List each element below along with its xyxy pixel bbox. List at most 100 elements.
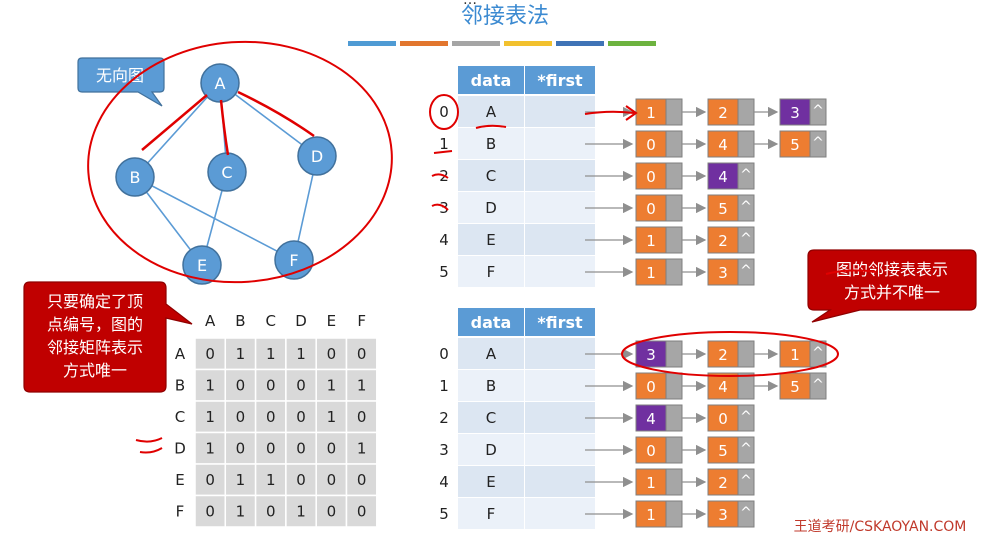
matrix-row-label: E: [175, 471, 184, 489]
matrix-cell-value: 0: [236, 439, 246, 457]
table-row-index: 1: [439, 377, 449, 395]
table-cell-data: [458, 338, 524, 369]
adj-note-line: 图的邻接表表示: [836, 260, 948, 279]
list-node-label: 1: [646, 104, 656, 122]
list-node-value: [635, 130, 667, 158]
matrix-cell: [345, 494, 378, 528]
matrix-cell-value: 0: [327, 471, 337, 489]
list-node-value: [707, 130, 739, 158]
list-node-value: [635, 162, 667, 190]
list-node-value: [779, 340, 811, 368]
table-cell-data: [458, 498, 524, 529]
annot-circle-graph: [87, 40, 393, 284]
matrix-col-label: F: [357, 312, 366, 330]
list-node-next: [665, 372, 683, 400]
graph-edge-ad: [219, 82, 318, 157]
annot-circle-row0: [621, 331, 839, 377]
null-pointer-symbol: ^: [740, 231, 752, 247]
table-row-index: 3: [439, 199, 449, 217]
color-bar-segment: [608, 41, 656, 46]
list-node-next: [665, 98, 683, 126]
matrix-col-label: C: [266, 312, 276, 330]
list-node-value: [707, 194, 739, 222]
list-node-label: 1: [646, 474, 656, 492]
matrix-cell: [254, 463, 287, 497]
color-bar-segment: [452, 41, 500, 46]
list-node-next: [809, 130, 827, 158]
list-node-next: [665, 436, 683, 464]
matrix-note-line: 方式唯一: [63, 361, 127, 380]
list-node-label: 0: [646, 136, 656, 154]
matrix-cell-value: 0: [327, 439, 337, 457]
list-node-label: 1: [790, 346, 800, 364]
footer-watermark: 王道考研/CSKAOYAN.COM: [794, 519, 967, 533]
matrix-row-label: C: [175, 408, 185, 426]
table-row-index: 0: [439, 103, 449, 121]
list-node-label: 1: [646, 264, 656, 282]
list-node-label: 4: [646, 410, 656, 428]
color-bar-segment: [504, 41, 552, 46]
list-node-next: [737, 500, 755, 528]
table-header-first: [525, 308, 595, 336]
list-node-label: 2: [718, 346, 728, 364]
matrix-cell-value: 1: [296, 502, 306, 520]
annot-mark-3: [431, 203, 449, 211]
table-cell-first: [525, 402, 595, 433]
hand-annotations: [87, 40, 877, 454]
list-node-next: [809, 372, 827, 400]
matrix-cell-value: 0: [205, 471, 215, 489]
matrix-col-label: B: [235, 312, 245, 330]
matrix-col-label: E: [327, 312, 336, 330]
matrix-cell-value: 1: [296, 345, 306, 363]
table-cell-data: [458, 256, 524, 287]
matrix-cell-value: 0: [296, 408, 306, 426]
list-node-next: [737, 194, 755, 222]
matrix-cell-value: 0: [357, 345, 367, 363]
list-node-value: [635, 404, 667, 432]
table-vertex: C: [486, 167, 496, 185]
annot-underline-a: [475, 124, 507, 129]
annot-mark-d-row: [135, 437, 163, 454]
matrix-cell-value: 0: [327, 502, 337, 520]
list-node-next: [737, 258, 755, 286]
table-cell-first: [525, 498, 595, 529]
matrix-cell: [285, 337, 317, 371]
table-header-data: [458, 308, 524, 336]
matrix-row-label: D: [174, 439, 186, 457]
null-pointer-symbol: ^: [740, 199, 752, 215]
list-node-next: [737, 436, 755, 464]
table-cell-first: [525, 192, 595, 223]
table-vertex: F: [487, 505, 496, 523]
table-vertex: B: [486, 377, 496, 395]
list-node-next: [737, 98, 755, 126]
graph-edge-ab: [134, 82, 221, 178]
table-cell-first: [525, 466, 595, 497]
list-node-value: [635, 468, 667, 496]
list-node-label: 3: [718, 264, 728, 282]
list-node-value: [707, 436, 739, 464]
table-row-index: 3: [439, 441, 449, 459]
page-title: 邻接表法: [461, 4, 549, 29]
list-node-value: [707, 258, 739, 286]
graph-node-label: F: [289, 251, 298, 270]
list-node-label: 1: [646, 506, 656, 524]
list-node-next: [737, 404, 755, 432]
table-vertex: C: [486, 409, 496, 427]
null-pointer-symbol: ^: [740, 505, 752, 521]
table-header-first: [525, 66, 595, 94]
graph-node-label: B: [130, 168, 141, 187]
matrix-row-label: F: [176, 502, 185, 520]
table-cell-first: [525, 338, 595, 369]
list-node-label: 5: [718, 200, 728, 218]
graph-node-label: C: [221, 163, 232, 182]
adj-note-line: 方式并不唯一: [844, 283, 940, 302]
matrix-col-label: A: [205, 312, 216, 330]
list-node-label: 4: [718, 136, 728, 154]
matrix-cell-value: 0: [296, 439, 306, 457]
matrix-row-label: B: [175, 376, 185, 394]
list-node-label: 5: [718, 442, 728, 460]
table-vertex: F: [487, 263, 496, 281]
